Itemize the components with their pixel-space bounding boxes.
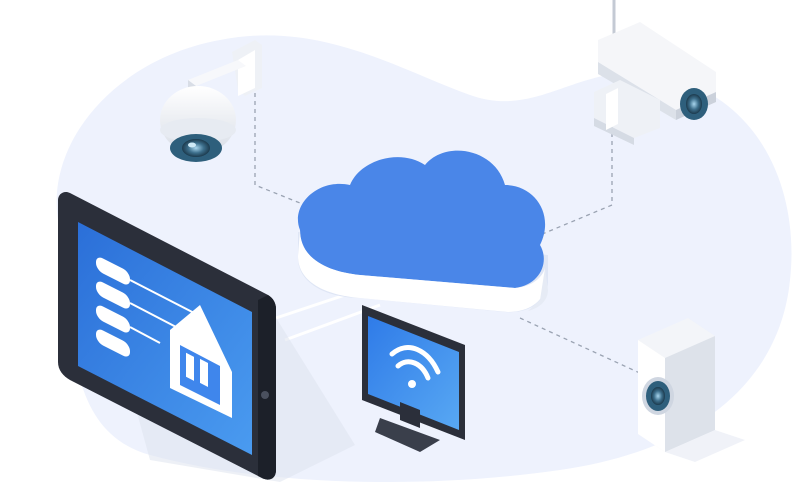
dome-camera-icon: [160, 40, 262, 162]
tablet-icon: [58, 191, 355, 482]
cube-camera-icon: [638, 318, 745, 462]
monitor-icon: [362, 305, 465, 452]
cloud-icon: [297, 150, 548, 313]
house-menu-icon: [96, 257, 232, 418]
link-bullet-camera: [539, 125, 613, 236]
bullet-camera-icon: [594, 0, 716, 145]
monitor-screen: [368, 316, 459, 430]
link-cube-camera: [519, 317, 656, 381]
wifi-icon: [389, 345, 441, 388]
